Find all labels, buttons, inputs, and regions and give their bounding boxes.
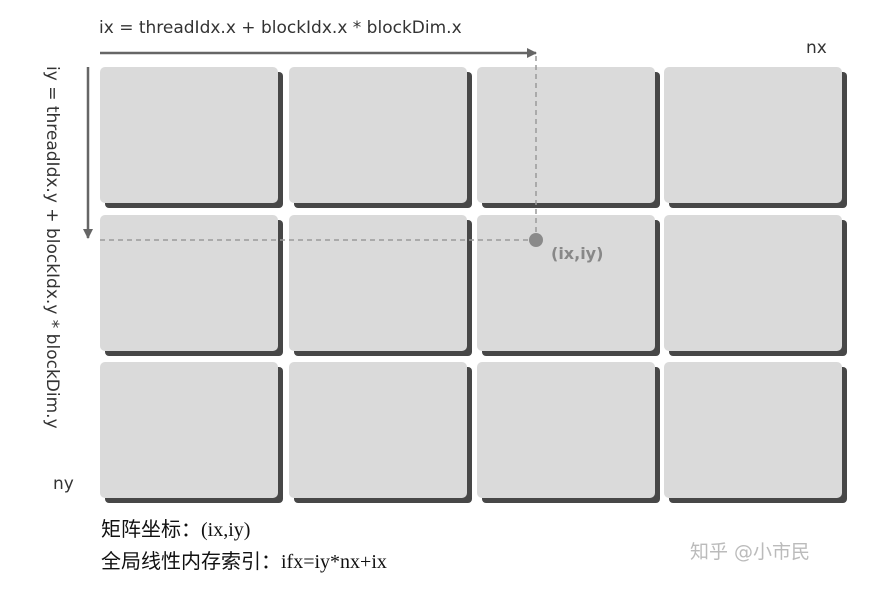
- thread-block: [100, 362, 278, 498]
- matrix-coordinate-text: 矩阵坐标：(ix,iy): [101, 519, 251, 541]
- thread-block: [664, 215, 842, 351]
- y-formula-label: iy = threadIdx.y + blockIdx.y * blockDim…: [42, 66, 62, 429]
- thread-block: [289, 67, 467, 203]
- point-label: (ix,iy): [551, 244, 604, 263]
- thread-block: [289, 215, 467, 351]
- thread-block: [100, 215, 278, 351]
- ny-label: ny: [53, 474, 74, 494]
- watermark: 知乎 @小市民: [690, 541, 811, 563]
- thread-block: [289, 362, 467, 498]
- thread-block: [100, 67, 278, 203]
- thread-block: [664, 362, 842, 498]
- thread-block: [664, 67, 842, 203]
- thread-block: [477, 215, 655, 351]
- linear-index-text: 全局线性内存索引：ifx=iy*nx+ix: [101, 551, 387, 573]
- thread-block: [477, 362, 655, 498]
- thread-block: [477, 67, 655, 203]
- blocks-grid: [100, 67, 847, 503]
- nx-label: nx: [806, 38, 827, 58]
- x-formula-label: ix = threadIdx.x + blockIdx.x * blockDim…: [99, 18, 462, 38]
- thread-point: [529, 233, 543, 247]
